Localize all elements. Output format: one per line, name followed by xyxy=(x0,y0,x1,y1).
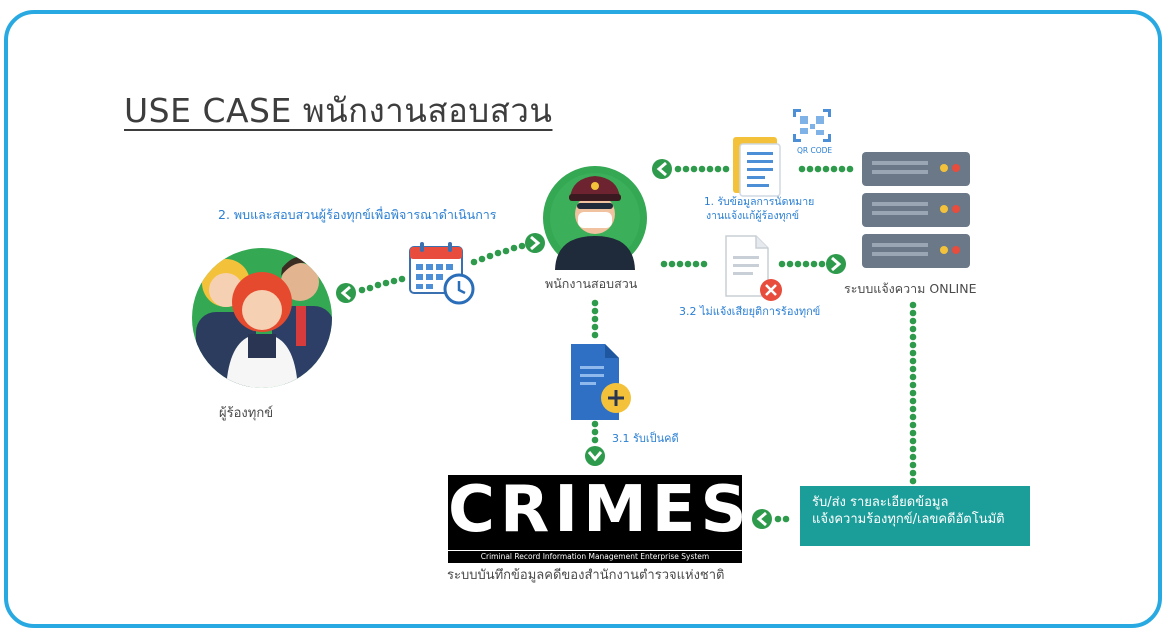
complainant-label: ผู้ร้องทุกข์ xyxy=(219,406,274,421)
step1-label-line2: งานแจ้งแก้ผู้ร้องทุกข์ xyxy=(706,210,800,222)
complainants-icon xyxy=(192,248,332,388)
arrowheads xyxy=(336,159,846,529)
step3-1-label: 3.1 รับเป็นคดี xyxy=(612,432,679,445)
calendar-icon xyxy=(409,242,475,305)
officer-label: พนักงานสอบสวน xyxy=(545,276,638,291)
data-exchange-box: รับ/ส่ง รายละเอียดข้อมูล แจ้งความร้องทุก… xyxy=(800,486,1030,546)
rejected-document-icon xyxy=(725,235,782,301)
connectors xyxy=(358,165,917,523)
page-title: USE CASE พนักงานสอบสวน xyxy=(124,91,553,130)
qr-code-icon xyxy=(793,109,831,142)
new-case-document-icon xyxy=(571,344,631,420)
server-icon xyxy=(862,152,970,268)
server-label: ระบบแจ้งความ ONLINE xyxy=(844,281,977,296)
data-exchange-line1: รับ/ส่ง รายละเอียดข้อมูล xyxy=(812,495,949,510)
crimes-subtitle: Criminal Record Information Management E… xyxy=(448,550,742,561)
step3-2-label: 3.2 ไม่แจ้งเสียยุติการร้องทุกข์ xyxy=(679,305,821,318)
document-icon xyxy=(733,137,781,197)
data-exchange-line2: แจ้งความร้องทุกข์/เลขคดีอัตโนมัติ xyxy=(812,511,1005,527)
crimes-logo-text: CRIMES xyxy=(448,473,752,547)
qr-code-label: QR CODE xyxy=(797,146,833,155)
step1-label-line1: 1. รับข้อมูลการนัดหมาย xyxy=(704,196,815,208)
step2-label: 2. พบและสอบสวนผู้ร้องทุกข์เพื่อพิจารณาดำ… xyxy=(218,207,497,222)
crimes-logo: CRIMES Criminal Record Information Manag… xyxy=(448,473,752,563)
officer-icon xyxy=(543,166,647,270)
crimes-caption: ระบบบันทึกข้อมูลคดีของสำนักงานตำรวจแห่งช… xyxy=(447,568,725,583)
